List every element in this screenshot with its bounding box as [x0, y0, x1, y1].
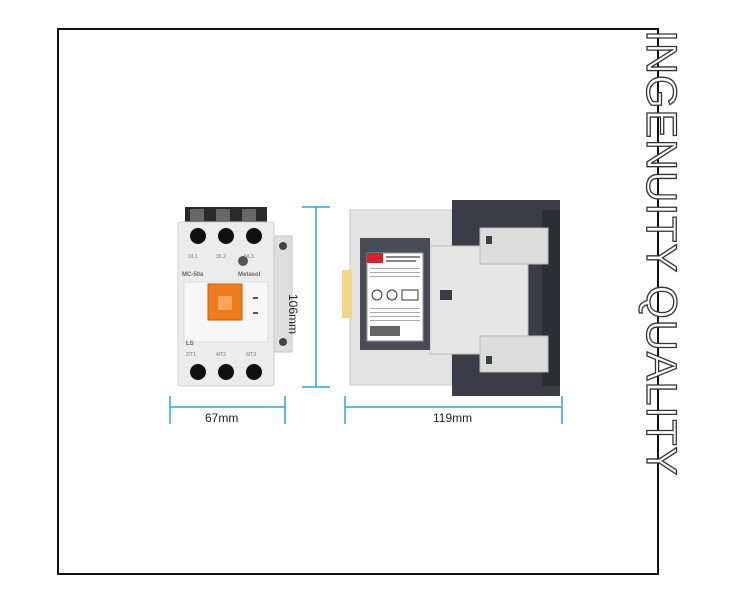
terminal-label-top-1: 1/L1: [188, 254, 198, 260]
brand-label: LS: [186, 341, 194, 347]
terminal-label-bottom-3: 6/T3: [246, 352, 256, 358]
contactor-front-view: 1/L1 3/L2 5/L3 MC-50a Metasol LS 2/T1 4/…: [177, 207, 293, 387]
model-label: MC-50a: [182, 272, 204, 278]
contactor-side-view: [342, 200, 560, 396]
series-label: Metasol: [238, 272, 261, 278]
screw-icon: [238, 256, 248, 266]
dimension-lines: [169, 206, 563, 424]
terminal-label-top-3: 5/L3: [244, 254, 254, 260]
terminal-label-bottom-2: 4/T2: [216, 352, 226, 358]
dimension-width-front-label: 67mm: [205, 411, 239, 425]
dimension-width-side-label: 119mm: [433, 411, 473, 425]
terminal-label-bottom-1: 2/T1: [186, 352, 196, 358]
dimension-height-label: 106mm: [286, 294, 300, 335]
slogan-text: INGENUITY QUALITY: [636, 29, 685, 477]
product-frame: [57, 28, 659, 575]
terminal-label-top-2: 3/L2: [216, 254, 226, 260]
